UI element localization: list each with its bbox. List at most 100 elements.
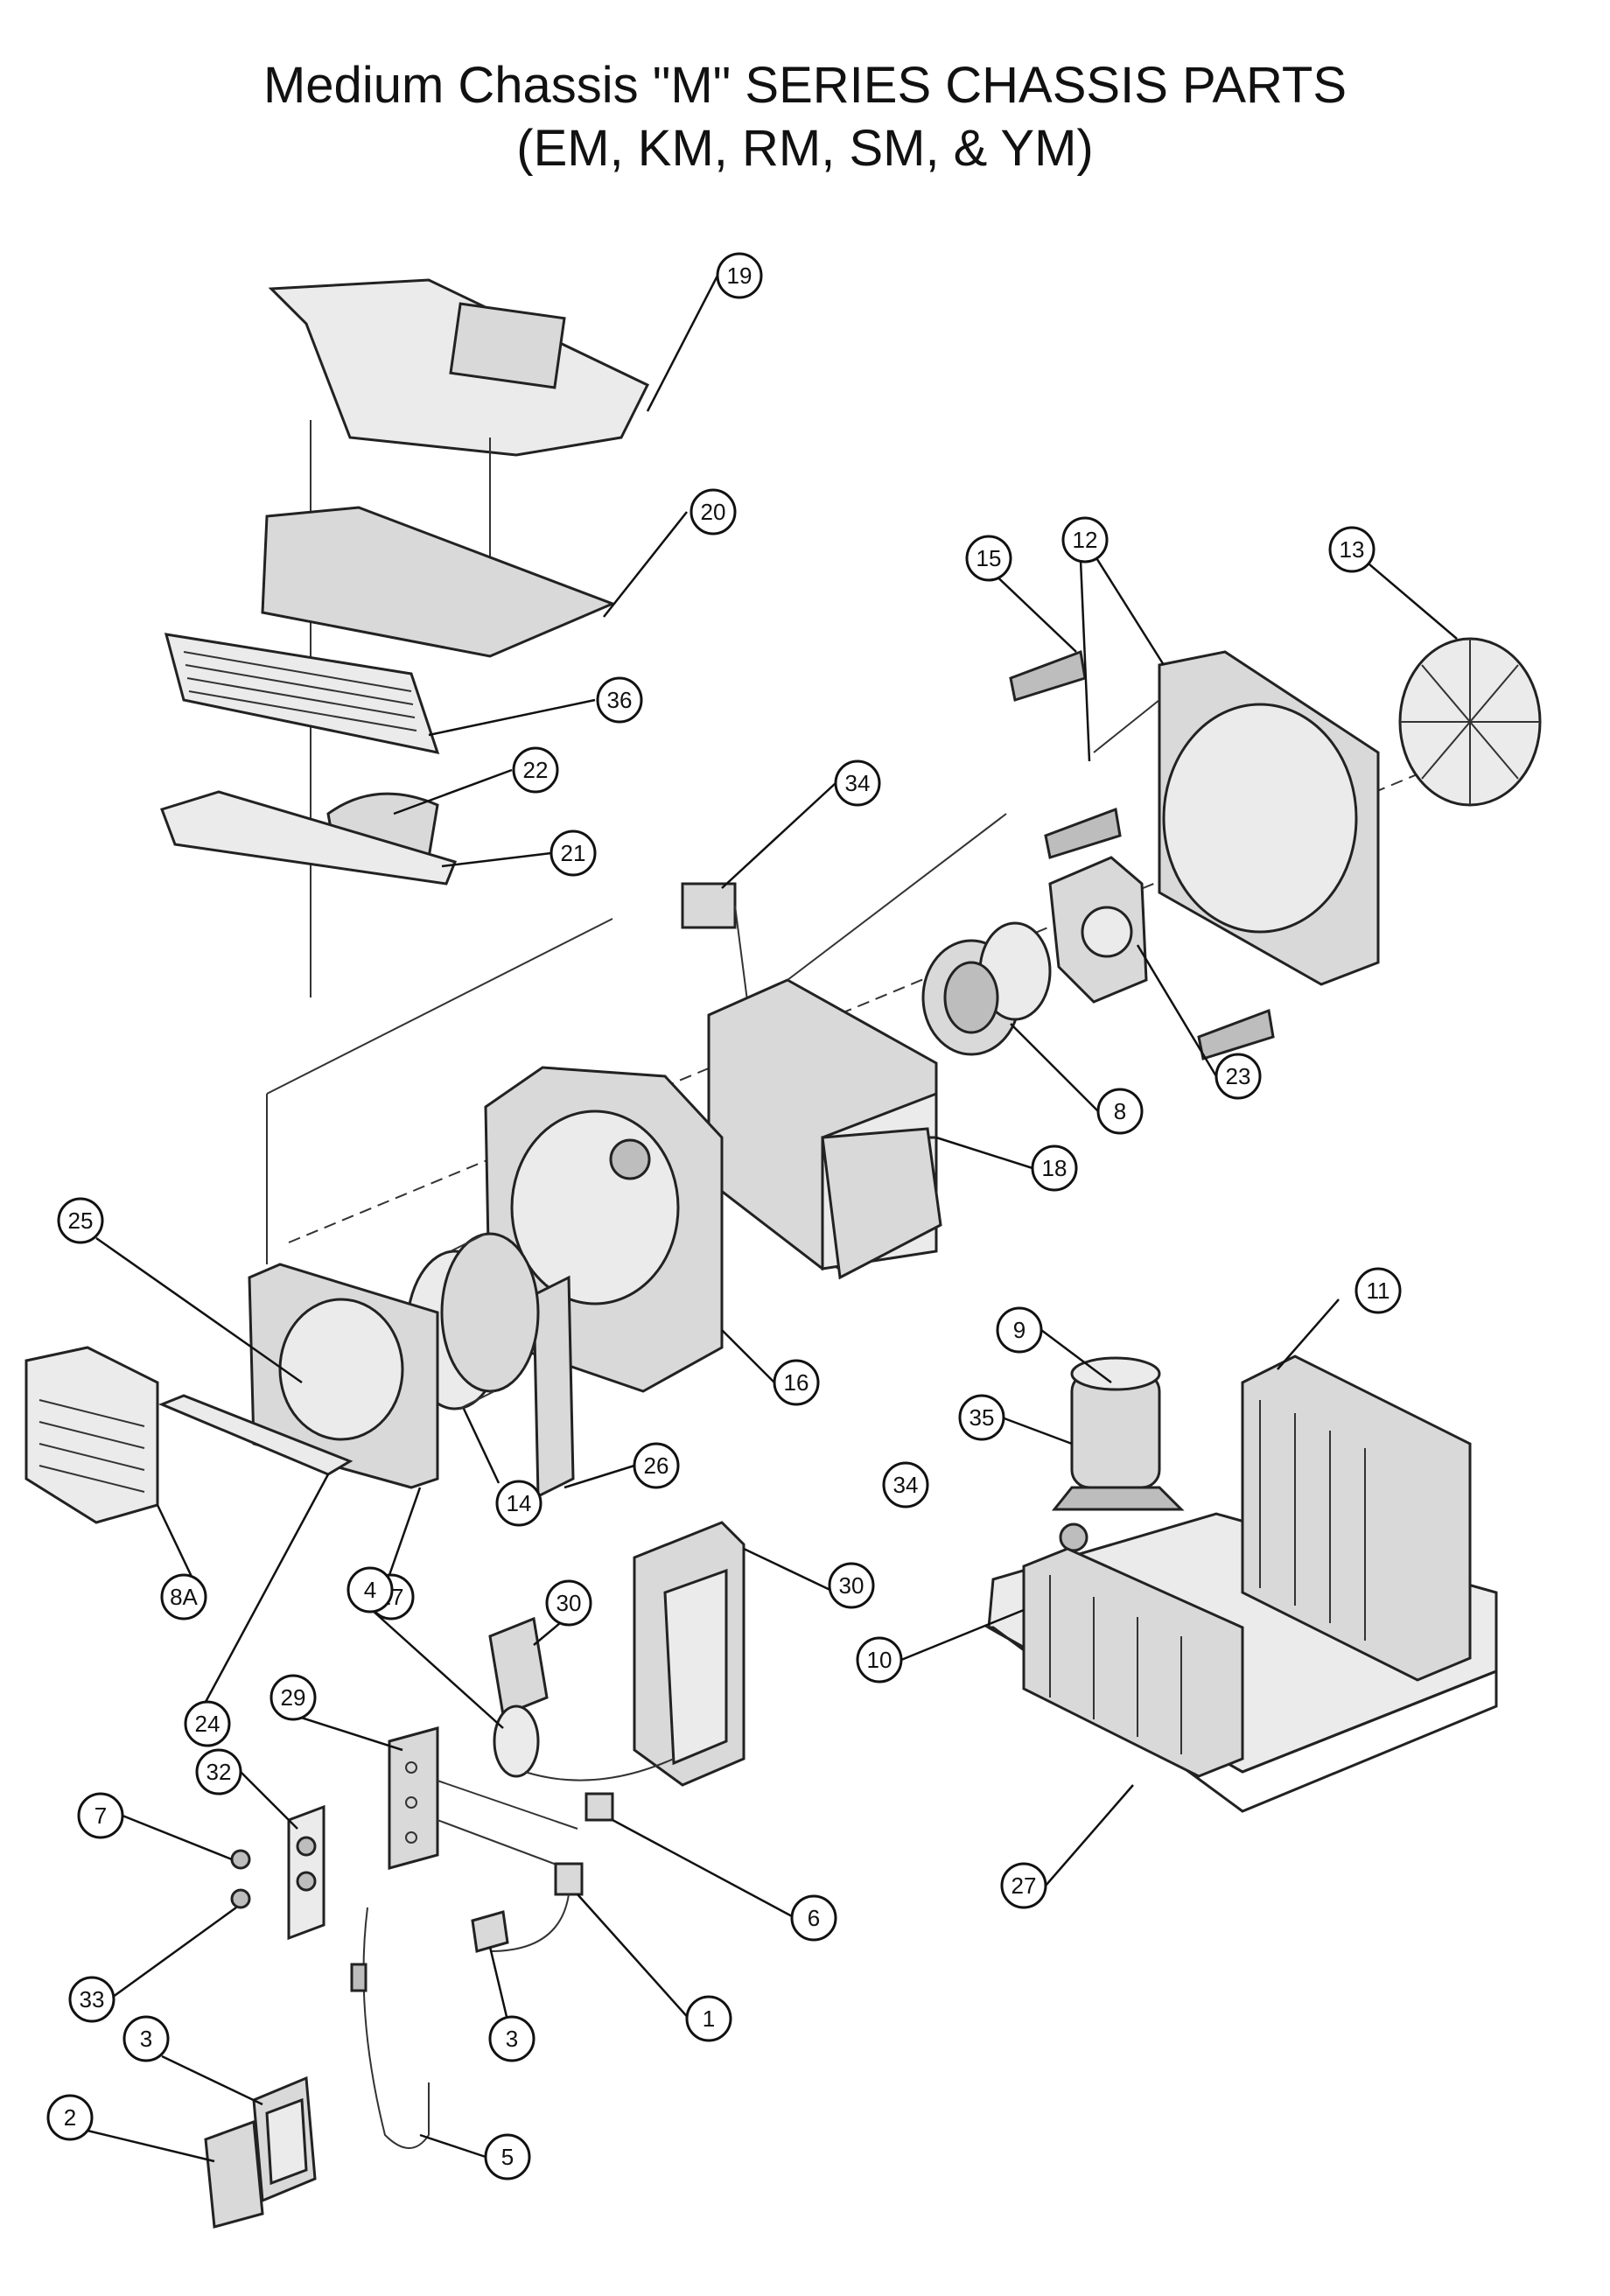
- fan-motor-part: [921, 921, 1052, 1056]
- callout-number: 32: [206, 1759, 232, 1785]
- callout-number: 30: [556, 1590, 582, 1616]
- callout-5: 5: [484, 2133, 531, 2180]
- callout-number: 7: [94, 1802, 107, 1829]
- callout-2: 2: [46, 2094, 94, 2141]
- callout-number: 29: [281, 1684, 306, 1711]
- bracket-part-lower: [1197, 1008, 1275, 1060]
- air-filter-part: [261, 506, 617, 658]
- callout-number: 10: [867, 1647, 892, 1673]
- top-cover-part: [268, 278, 650, 457]
- callout-number: 4: [364, 1577, 376, 1603]
- callout-15: 15: [965, 535, 1012, 582]
- callout-30: 30: [545, 1579, 592, 1627]
- callout-circle: [488, 2015, 536, 2062]
- callout-circle: [685, 1995, 732, 2042]
- callout-circle: [195, 1748, 242, 1796]
- callout-circle: [633, 1442, 680, 1489]
- callout-18: 18: [1031, 1144, 1078, 1192]
- callout-number: 27: [1012, 1872, 1037, 1899]
- switch-bracket-part: [488, 1616, 549, 1718]
- callout-circle: [716, 252, 763, 299]
- callout-32: 32: [195, 1748, 242, 1796]
- callout-14: 14: [495, 1480, 542, 1527]
- callout-16: 16: [773, 1359, 820, 1406]
- callout-circle: [1354, 1267, 1402, 1314]
- callout-34: 34: [882, 1461, 929, 1508]
- callout-circle: [184, 1700, 231, 1747]
- escutcheon-frame-part: [252, 2076, 317, 2203]
- callout-number: 6: [808, 1905, 820, 1931]
- callout-19: 19: [716, 252, 763, 299]
- power-cord-part: [362, 1907, 430, 2149]
- callout-30: 30: [828, 1562, 875, 1609]
- grommet-part: [1059, 1522, 1088, 1552]
- relay-part: [584, 1792, 614, 1822]
- motor-mount-part: [1048, 856, 1148, 1004]
- callout-circle: [828, 1562, 875, 1609]
- callout-number: 20: [701, 499, 726, 525]
- callout-number: 5: [501, 2144, 514, 2170]
- callout-circle: [882, 1461, 929, 1508]
- callout-circle: [856, 1636, 903, 1684]
- callout-number: 9: [1013, 1317, 1026, 1343]
- callout-circle: [270, 1674, 317, 1721]
- callout-number: 8: [1114, 1098, 1126, 1124]
- callout-13: 13: [1328, 526, 1376, 573]
- callout-circle: [1000, 1862, 1047, 1909]
- callout-circle: [346, 1566, 394, 1614]
- control-nameplate-part: [287, 1804, 326, 1941]
- callout-number: 21: [561, 840, 586, 866]
- callout-circle: [1328, 526, 1376, 573]
- callout-21: 21: [550, 830, 597, 877]
- condenser-fan-part: [1398, 637, 1542, 807]
- callout-33: 33: [68, 1976, 116, 2023]
- callout-number: 25: [68, 1208, 94, 1234]
- callout-number: 35: [970, 1404, 995, 1431]
- callout-number: 24: [195, 1711, 220, 1737]
- callout-number: 15: [976, 545, 1002, 571]
- callout-number: 19: [727, 262, 752, 289]
- callout-circle: [122, 2015, 170, 2062]
- callout-number: 13: [1340, 536, 1365, 563]
- fan-shroud-part: [1158, 650, 1380, 986]
- callout-20: 20: [690, 488, 737, 536]
- callout-circle: [596, 676, 643, 724]
- condenser-coil-part: [1241, 1354, 1472, 1682]
- title-line-1: Medium Chassis "M" SERIES CHASSIS PARTS: [262, 57, 1348, 114]
- callout-number: 34: [845, 770, 871, 796]
- callout-6: 6: [790, 1894, 837, 1942]
- air-deflector-part: [532, 1275, 575, 1499]
- control-bracket-part: [633, 1521, 746, 1787]
- callout-circle: [1214, 1053, 1262, 1100]
- callout-number: 23: [1226, 1063, 1251, 1089]
- callout-3: 3: [488, 2015, 536, 2062]
- callout-number: 22: [523, 757, 549, 783]
- callout-26: 26: [633, 1442, 680, 1489]
- page-title: Medium Chassis "M" SERIES CHASSIS PARTS …: [0, 54, 1610, 180]
- callout-circle: [495, 1480, 542, 1527]
- callout-number: 8A: [170, 1584, 198, 1610]
- switch-part: [471, 1910, 509, 1953]
- callout-number: 11: [1367, 1278, 1390, 1304]
- callout-9: 9: [996, 1306, 1043, 1354]
- bracket-part-middle: [1044, 807, 1122, 859]
- title-line-2: (EM, KM, RM, SM, & YM): [516, 120, 1094, 177]
- callout-8A: 8A: [160, 1573, 207, 1620]
- callout-23: 23: [1214, 1053, 1262, 1100]
- callout-number: 26: [644, 1452, 669, 1479]
- callout-number: 14: [507, 1490, 532, 1516]
- callout-number: 33: [80, 1986, 105, 2012]
- bracket-part-upper: [1009, 649, 1087, 702]
- callout-number: 3: [506, 2026, 518, 2052]
- callout-27: 27: [1000, 1862, 1047, 1909]
- callout-29: 29: [270, 1674, 317, 1721]
- thermostat-part: [554, 1862, 584, 1896]
- callout-35: 35: [958, 1394, 1005, 1441]
- callout-34: 34: [834, 760, 881, 807]
- callout-7: 7: [77, 1792, 124, 1839]
- callout-number: 18: [1042, 1155, 1068, 1181]
- callout-number: 3: [140, 2026, 152, 2052]
- callout-circle: [790, 1894, 837, 1942]
- callout-circle: [1061, 516, 1109, 564]
